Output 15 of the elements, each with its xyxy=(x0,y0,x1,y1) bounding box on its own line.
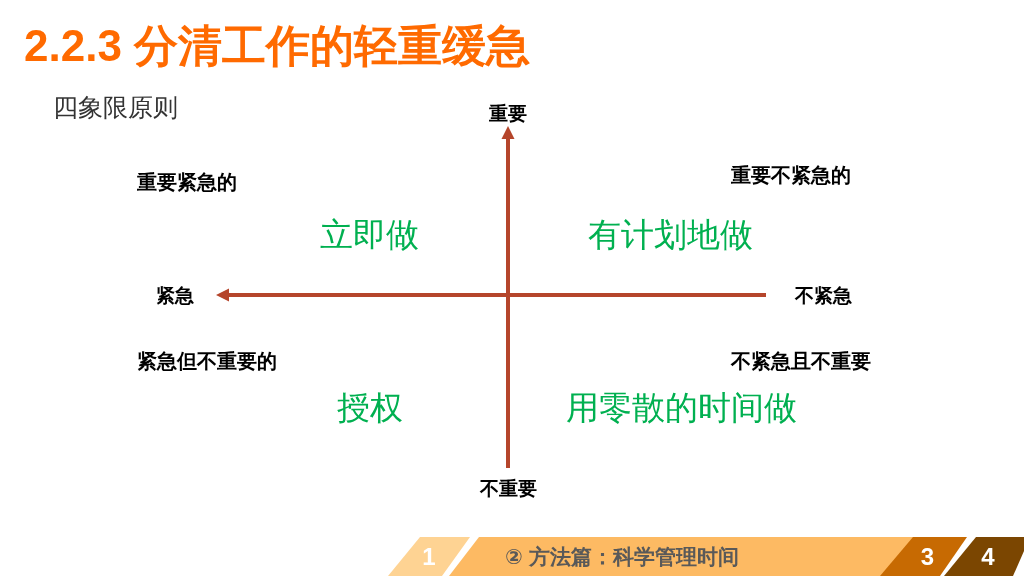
quadrant-action: 授权 xyxy=(337,389,403,428)
slide-title: 2.2.3 分清工作的轻重缓急 xyxy=(24,20,531,72)
axis-label: 紧急 xyxy=(156,285,194,308)
axis-label: 不紧急 xyxy=(795,285,852,308)
nav-tab: 1 xyxy=(388,537,470,576)
quadrant-heading: 重要不紧急的 xyxy=(731,163,851,187)
quadrant-heading: 紧急但不重要的 xyxy=(137,349,277,373)
quadrant-heading: 不紧急且不重要 xyxy=(731,349,871,373)
axis-label: 重要 xyxy=(489,103,527,126)
quadrant-action: 有计划地做 xyxy=(588,216,753,255)
quadrant-action: 立即做 xyxy=(320,216,419,255)
quadrant-heading: 重要紧急的 xyxy=(137,170,237,194)
subtitle: 四象限原则 xyxy=(53,93,178,123)
quadrant-action: 用零散的时间做 xyxy=(566,389,797,428)
axis-label: 不重要 xyxy=(479,478,537,501)
